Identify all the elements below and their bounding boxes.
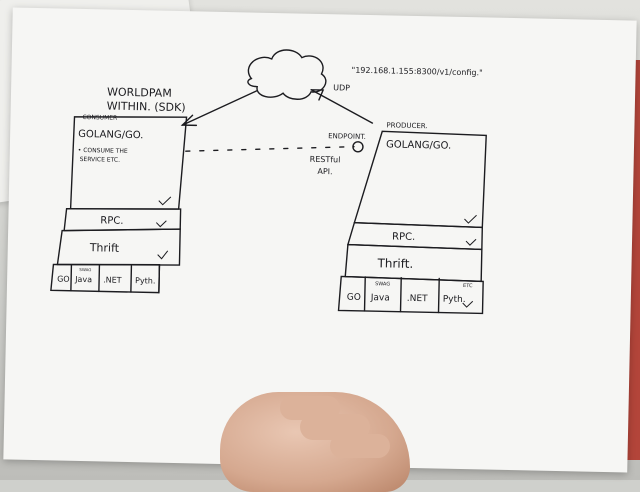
consumer-thrift: Thrift	[89, 241, 120, 255]
producer-client-note: SWAG	[375, 281, 390, 287]
consumer-title-line2: WITHIN. (SDK)	[107, 100, 186, 115]
producer-client-net: .NET	[407, 294, 428, 304]
architecture-sketch: WORLDPAM WITHIN. (SDK) CONSUMER GOLANG/G…	[50, 49, 487, 315]
consumer-note-line1: • CONSUME THE	[78, 147, 128, 155]
producer-label: PRODUCER.	[386, 121, 427, 130]
sketch-paper: WORLDPAM WITHIN. (SDK) CONSUMER GOLANG/G…	[3, 7, 637, 473]
finger	[330, 434, 390, 458]
endpoint-label: ENDPOINT.	[328, 132, 366, 141]
cloud-to-consumer-arrow	[181, 89, 258, 126]
producer-client-go: GO	[347, 293, 361, 303]
producer-rpc: RPC.	[392, 232, 415, 243]
endpoint-circle	[352, 141, 364, 153]
consumer-client-java: Java	[74, 275, 92, 284]
consumer-lang: GOLANG/GO.	[78, 129, 143, 141]
producer-lang: GOLANG/GO.	[386, 139, 451, 151]
restful-api-line2: API.	[317, 167, 332, 176]
protocol-label: UDP	[333, 83, 350, 92]
consumer-rpc: RPC.	[100, 215, 123, 226]
consumer-client-net: .NET	[103, 275, 122, 284]
producer-client-java: Java	[370, 293, 390, 303]
producer-thrift: Thrift.	[376, 256, 413, 271]
consumer-client-python: Pyth.	[135, 276, 155, 285]
consumer-client-go: GO	[57, 275, 70, 284]
consumer-note-line2: SERVICE ETC.	[80, 156, 121, 164]
cloud-shape	[247, 49, 327, 100]
consumer-client-note: SWAG	[79, 267, 91, 272]
dashed-link	[185, 145, 355, 152]
producer-client-python: Pyth.	[443, 295, 466, 305]
config-url: "192.168.1.155:8300/v1/config."	[351, 66, 482, 78]
producer-client-note2: ETC	[463, 283, 473, 289]
consumer-title-line1: WORLDPAM	[107, 86, 172, 100]
producer-to-cloud-arrow	[310, 89, 374, 124]
consumer-label: CONSUMER	[82, 114, 117, 122]
restful-api-line1: RESTful	[310, 155, 341, 165]
